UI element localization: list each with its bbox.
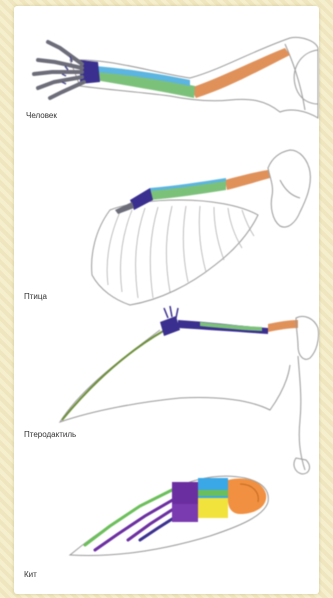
whale-radius-green bbox=[198, 490, 228, 496]
bird-wing bbox=[92, 150, 311, 305]
pterodactyl-membrane bbox=[60, 330, 290, 422]
bird-radius-ulna bbox=[150, 180, 226, 200]
pterodactyl-humerus bbox=[268, 320, 298, 332]
whale-digits bbox=[85, 490, 180, 550]
bird-feathers-outline bbox=[92, 200, 258, 305]
whale-flipper bbox=[70, 476, 268, 555]
bird-feather-lines bbox=[107, 206, 254, 298]
whale-carpal-purple bbox=[172, 482, 198, 504]
label-bird: Птица bbox=[24, 292, 47, 301]
label-human: Человек bbox=[26, 111, 57, 120]
label-whale: Кит bbox=[24, 570, 37, 579]
pterodactyl-wing bbox=[60, 306, 319, 474]
pterodactyl-wing-digit bbox=[62, 330, 165, 420]
bird-humerus bbox=[225, 170, 270, 190]
pterodactyl-carpals bbox=[160, 316, 180, 336]
human-shoulder-outline bbox=[285, 44, 318, 110]
human-digits bbox=[34, 42, 84, 98]
pterodactyl-body-outline bbox=[294, 316, 319, 474]
human-arm bbox=[34, 37, 318, 118]
label-pterodactyl: Птеродактиль bbox=[24, 430, 76, 439]
pterodactyl-small-digits bbox=[164, 306, 178, 318]
bird-shoulder-outline bbox=[268, 150, 310, 227]
whale-radius-yellow bbox=[198, 498, 228, 518]
whale-carpal-purple-2 bbox=[172, 504, 198, 522]
